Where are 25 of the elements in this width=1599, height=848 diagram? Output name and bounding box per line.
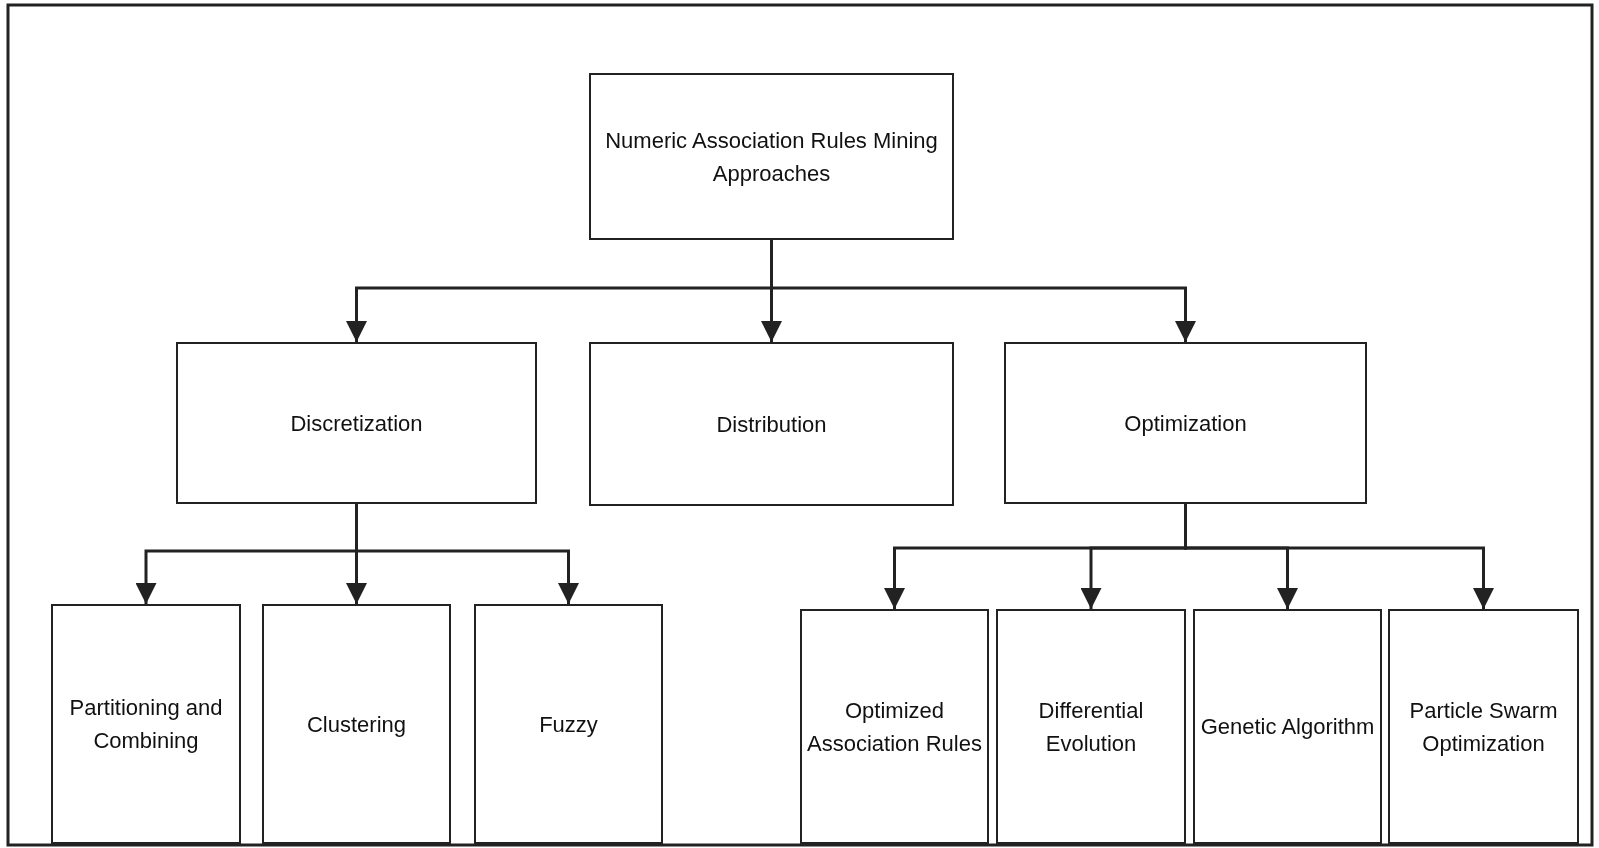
node-label: Differential Evolution — [1037, 696, 1145, 758]
category-box — [800, 609, 989, 844]
category-box — [1193, 609, 1382, 844]
category-box — [589, 342, 954, 506]
category-box — [1388, 609, 1579, 844]
category-box — [51, 604, 241, 844]
category-box — [176, 342, 537, 504]
node-label: Numeric Association Rules Mining Approaches — [604, 126, 939, 188]
arrow — [355, 504, 579, 604]
node-label: Clustering — [305, 710, 407, 739]
category-box — [996, 609, 1186, 844]
node-label: Discretization — [289, 409, 424, 438]
category-box — [589, 73, 954, 240]
node-label: Genetic Algorithm — [1199, 713, 1376, 741]
arrow — [770, 240, 1196, 342]
node-label: Optimization — [1123, 409, 1248, 438]
node-label: Partitioning and Combining — [68, 694, 224, 755]
category-box — [262, 604, 451, 844]
arrow — [1184, 504, 1494, 609]
category-box — [1004, 342, 1367, 504]
node-label: Optimized Association Rules — [806, 696, 983, 758]
category-box — [474, 604, 663, 844]
node-label: Distribution — [715, 410, 828, 439]
node-label: Fuzzy — [538, 710, 599, 739]
node-label: Particle Swarm Optimization — [1408, 696, 1559, 758]
